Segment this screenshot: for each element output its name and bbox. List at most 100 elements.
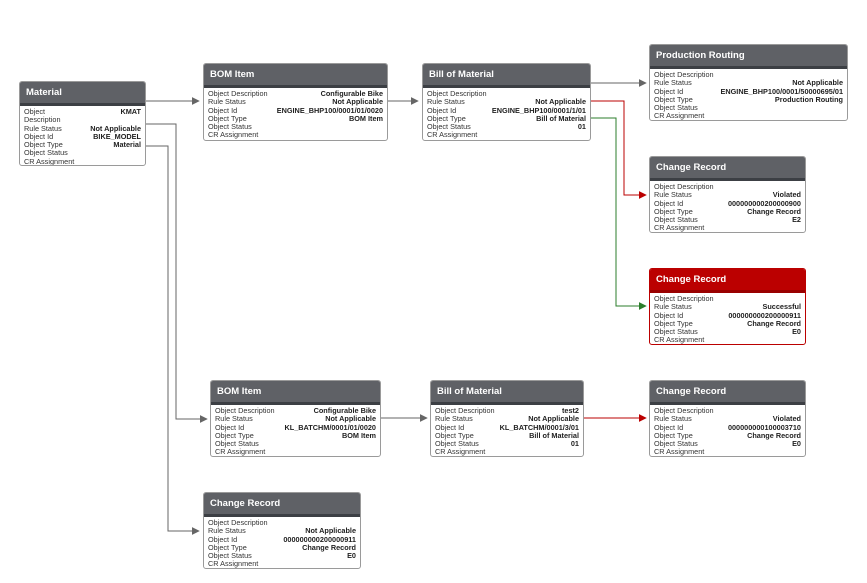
node-row: Object Status bbox=[654, 103, 843, 113]
row-label: Rule Status bbox=[654, 302, 692, 312]
node-title: Bill of Material bbox=[423, 64, 590, 88]
node-row: CR Assignment bbox=[435, 448, 579, 456]
row-value: BOM Item bbox=[348, 113, 383, 123]
node-change-record-2[interactable]: Change Record Object Description Rule St… bbox=[649, 268, 806, 345]
row-value: Violated bbox=[772, 190, 801, 200]
row-value: Material bbox=[113, 140, 141, 150]
edge-bom-1-to-change-record-1 bbox=[591, 100, 647, 199]
row-label: Object Type bbox=[208, 542, 247, 552]
node-row: CR Assignment bbox=[654, 336, 801, 344]
row-label: Object Status bbox=[208, 551, 252, 561]
row-label: Rule Status bbox=[215, 414, 253, 424]
row-value: ENGINE_BHP100/0001/01/0020 bbox=[276, 105, 383, 115]
row-value: Change Record bbox=[302, 542, 356, 552]
row-label: Rule Status bbox=[208, 97, 246, 107]
row-label: CR Assignment bbox=[654, 223, 705, 233]
row-label: CR Assignment bbox=[215, 447, 266, 457]
row-label: Description bbox=[24, 115, 61, 125]
node-row: Object Status bbox=[215, 439, 376, 449]
node-change-record-4[interactable]: Change Record Object Description Rule St… bbox=[203, 492, 361, 569]
row-label: Object Id bbox=[24, 131, 54, 141]
node-row: Object Status bbox=[24, 149, 141, 158]
row-label: Object Status bbox=[435, 439, 479, 449]
node-bom-item-1[interactable]: BOM Item Object Description Configurable … bbox=[203, 63, 388, 141]
row-label: Rule Status bbox=[654, 190, 692, 200]
row-label: Object Id bbox=[654, 86, 684, 96]
node-row: Rule Status Not Applicable bbox=[208, 97, 383, 107]
row-label: Object Status bbox=[215, 439, 259, 449]
row-label: Rule Status bbox=[208, 526, 246, 536]
row-label: Object Description bbox=[208, 518, 268, 527]
node-row: Object Status E0 bbox=[654, 439, 801, 449]
row-label: Rule Status bbox=[24, 123, 62, 133]
row-value: Not Applicable bbox=[792, 78, 843, 88]
row-value: Configurable Bike bbox=[313, 406, 376, 415]
row-label: Object Status bbox=[654, 103, 698, 113]
node-title: Bill of Material bbox=[431, 381, 583, 405]
row-value: 01 bbox=[577, 122, 586, 132]
row-label: CR Assignment bbox=[654, 111, 705, 121]
row-value: Not Applicable bbox=[90, 123, 141, 133]
row-label: Object Description bbox=[427, 89, 487, 98]
row-label: Object Description bbox=[208, 89, 268, 98]
row-value: Bill of Material bbox=[529, 430, 579, 440]
row-label: Object Id bbox=[215, 422, 245, 432]
node-row: Object Id ENGINE_BHP100/0001/1/01 bbox=[427, 105, 586, 115]
row-label: Object Description bbox=[654, 406, 714, 415]
row-label: CR Assignment bbox=[24, 156, 75, 166]
row-value: Configurable Bike bbox=[320, 89, 383, 98]
row-label: Object Id bbox=[427, 105, 457, 115]
row-label: CR Assignment bbox=[427, 130, 478, 140]
edge-bom-1-to-change-record-2 bbox=[591, 117, 647, 310]
node-title: Production Routing bbox=[650, 45, 847, 69]
row-label: CR Assignment bbox=[654, 447, 705, 457]
node-row: Description bbox=[24, 115, 141, 125]
row-label: CR Assignment bbox=[435, 447, 486, 457]
row-value: Not Applicable bbox=[332, 97, 383, 107]
node-title: BOM Item bbox=[211, 381, 380, 405]
row-value: ENGINE_BHP100/0001/1/01 bbox=[491, 105, 586, 115]
node-row: Rule Status Not Applicable bbox=[427, 97, 586, 107]
row-label: CR Assignment bbox=[208, 559, 259, 569]
row-label: Object Status bbox=[654, 439, 698, 449]
node-change-record-3[interactable]: Change Record Object Description Rule St… bbox=[649, 380, 806, 457]
row-label: Rule Status bbox=[435, 414, 473, 424]
row-value: Not Applicable bbox=[535, 97, 586, 107]
node-row: Object Status bbox=[208, 122, 383, 131]
node-row: Object Id KL_BATCHM/0001/01/0020 bbox=[215, 422, 376, 432]
row-value: Change Record bbox=[747, 430, 801, 440]
row-label: Object Id bbox=[654, 310, 684, 320]
node-production-routing[interactable]: Production Routing Object Description Ru… bbox=[649, 44, 848, 121]
node-title: Change Record bbox=[650, 381, 805, 405]
row-value: KL_BATCHM/0001/01/0020 bbox=[284, 422, 376, 432]
node-row: CR Assignment bbox=[654, 448, 801, 456]
node-title: BOM Item bbox=[204, 64, 387, 88]
row-value: E0 bbox=[792, 439, 801, 449]
node-row: Rule Status Violated bbox=[654, 190, 801, 200]
edge-material-to-bom-item-2 bbox=[146, 123, 208, 423]
row-value: BOM Item bbox=[341, 430, 376, 440]
row-label: Object Description bbox=[435, 406, 495, 415]
node-row: CR Assignment bbox=[215, 448, 376, 456]
node-bill-of-material-1[interactable]: Bill of Material Object Description Rule… bbox=[422, 63, 591, 141]
row-value: Bill of Material bbox=[536, 113, 586, 123]
row-label: Rule Status bbox=[427, 97, 465, 107]
node-change-record-1[interactable]: Change Record Object Description Rule St… bbox=[649, 156, 806, 233]
